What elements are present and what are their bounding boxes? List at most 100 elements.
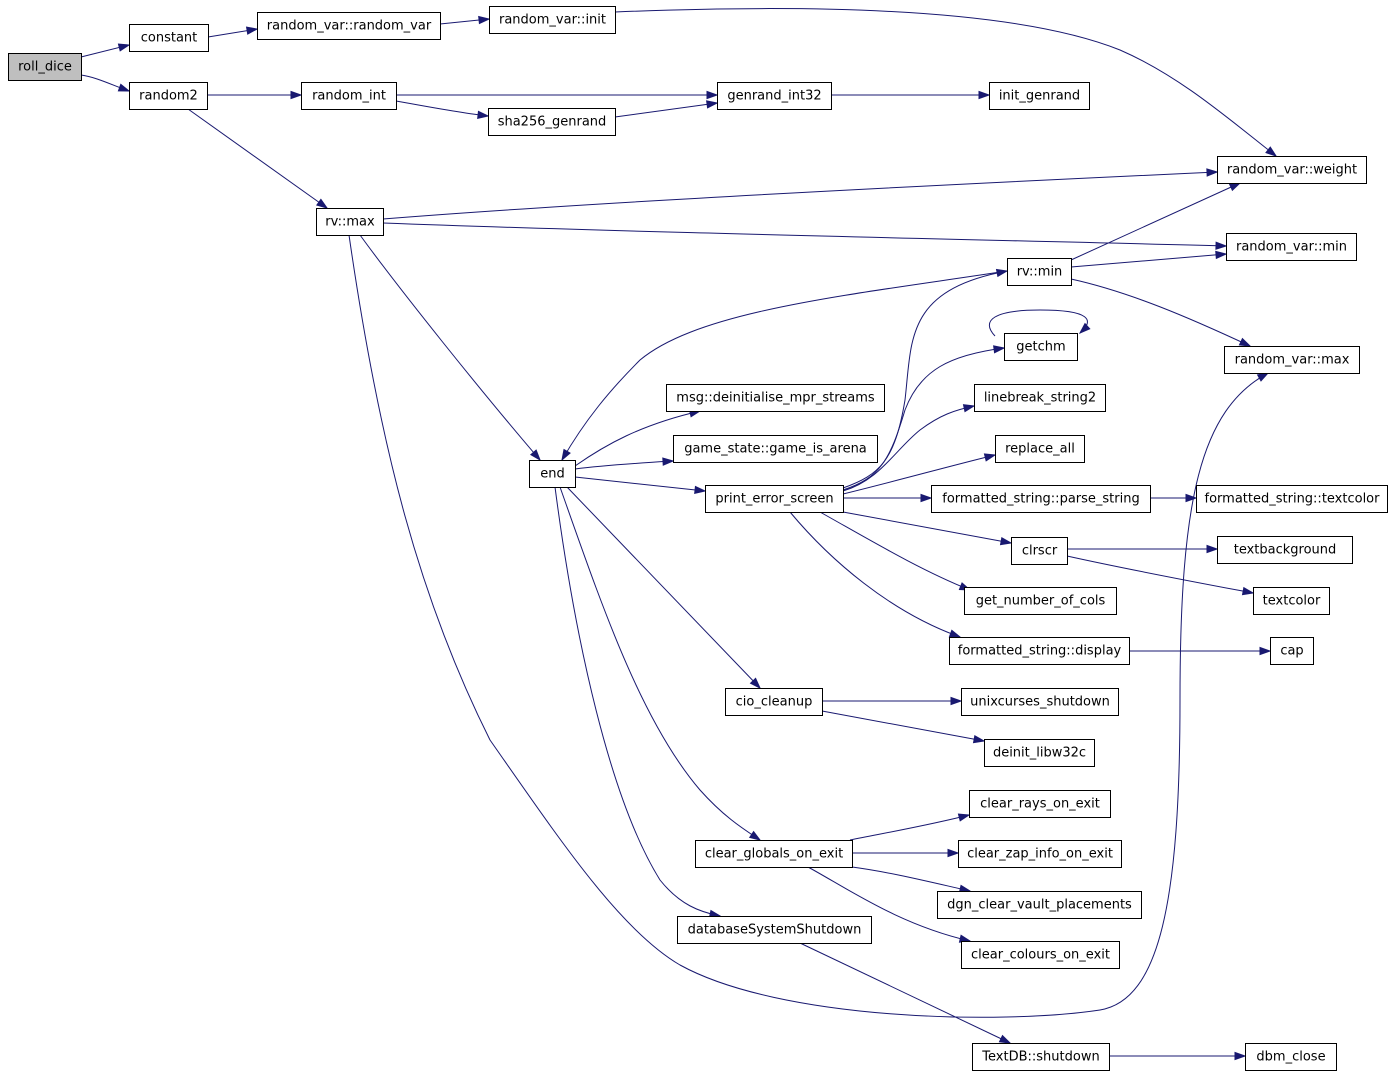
edge-cio_cleanup-to-deinit_libw32c bbox=[821, 710, 986, 744]
node-game_is_arena[interactable]: game_state::game_is_arena bbox=[673, 435, 878, 463]
node-box bbox=[8, 53, 82, 81]
arrowhead-icon bbox=[1078, 322, 1091, 335]
node-constant[interactable]: constant bbox=[129, 24, 209, 52]
arrowhead-icon bbox=[117, 43, 131, 52]
node-rv_init[interactable]: random_var::init bbox=[489, 6, 616, 34]
node-box bbox=[695, 840, 853, 868]
node-roll_dice[interactable]: roll_dice bbox=[8, 53, 82, 81]
arrowhead-icon bbox=[529, 449, 541, 462]
node-clear_globals[interactable]: clear_globals_on_exit bbox=[695, 840, 853, 868]
node-replace_all[interactable]: replace_all bbox=[995, 435, 1085, 463]
arrowhead-icon bbox=[117, 83, 131, 92]
node-linebreak[interactable]: linebreak_string2 bbox=[974, 384, 1106, 412]
edge-line bbox=[799, 942, 1011, 1044]
edge-line bbox=[821, 710, 985, 742]
arrowhead-icon bbox=[1256, 372, 1270, 382]
node-textbackground[interactable]: textbackground bbox=[1217, 536, 1353, 564]
edge-rv_min_fn-to-end bbox=[561, 270, 1008, 462]
node-dgn_clear[interactable]: dgn_clear_vault_placements bbox=[937, 891, 1142, 919]
edge-rv_min_fn-to-rv_max_m bbox=[1070, 278, 1252, 347]
node-rv_min_m[interactable]: random_var::min bbox=[1226, 233, 1357, 261]
edge-line bbox=[382, 171, 1218, 220]
node-box bbox=[1196, 485, 1388, 513]
node-label: formatted_string::parse_string bbox=[942, 492, 1139, 507]
arrowhead-icon bbox=[1206, 168, 1219, 177]
node-getchm[interactable]: getchm bbox=[1004, 333, 1078, 361]
node-parse_string[interactable]: formatted_string::parse_string bbox=[931, 485, 1151, 513]
arrowhead-icon bbox=[706, 90, 719, 100]
node-init_genrand[interactable]: init_genrand bbox=[989, 82, 1090, 110]
node-genrand_int32[interactable]: genrand_int32 bbox=[717, 82, 832, 110]
arrowhead-icon bbox=[948, 629, 962, 638]
edge-print_error_screen-to-rv_min_fn bbox=[842, 268, 1009, 489]
node-dbm_close[interactable]: dbm_close bbox=[1245, 1043, 1337, 1071]
arrowhead-icon bbox=[1215, 250, 1228, 260]
node-end[interactable]: end bbox=[529, 460, 576, 488]
node-textcolor[interactable]: textcolor bbox=[1253, 587, 1330, 615]
node-clrscr[interactable]: clrscr bbox=[1011, 537, 1068, 565]
arrowhead-icon bbox=[999, 536, 1013, 546]
node-clear_zap[interactable]: clear_zap_info_on_exit bbox=[958, 840, 1122, 868]
node-box bbox=[984, 739, 1095, 767]
node-label: random_var::random_var bbox=[267, 19, 432, 34]
edge-roll_dice-to-random2 bbox=[80, 74, 131, 92]
node-rv_max_fn[interactable]: rv::max bbox=[316, 208, 384, 236]
node-get_number_of_cols[interactable]: get_number_of_cols bbox=[964, 587, 1117, 615]
node-fs_textcolor[interactable]: formatted_string::textcolor bbox=[1196, 485, 1388, 513]
node-msg_deinit[interactable]: msg::deinitialise_mpr_streams bbox=[666, 384, 885, 412]
node-clear_rays[interactable]: clear_rays_on_exit bbox=[969, 790, 1111, 818]
node-label: print_error_screen bbox=[715, 492, 833, 507]
edge-line bbox=[842, 347, 1005, 491]
arrowhead-icon bbox=[983, 453, 997, 462]
node-label: genrand_int32 bbox=[727, 89, 821, 104]
node-cio_cleanup[interactable]: cio_cleanup bbox=[725, 688, 823, 716]
node-label: dbm_close bbox=[1256, 1050, 1325, 1065]
node-label: end bbox=[540, 467, 565, 482]
edge-clear_globals-to-dgn_clear bbox=[851, 866, 972, 893]
node-box bbox=[989, 82, 1090, 110]
node-textdb_shutdown[interactable]: TextDB::shutdown bbox=[972, 1043, 1110, 1071]
node-databaseSystemShutdown[interactable]: databaseSystemShutdown bbox=[677, 916, 872, 944]
node-label: getchm bbox=[1016, 340, 1065, 355]
edge-clear_globals-to-clear_rays bbox=[849, 813, 971, 841]
node-box bbox=[316, 208, 384, 236]
node-random_int[interactable]: random_int bbox=[301, 82, 397, 110]
node-cap[interactable]: cap bbox=[1270, 637, 1314, 665]
node-print_error_screen[interactable]: print_error_screen bbox=[705, 485, 844, 513]
arrowhead-icon bbox=[993, 345, 1006, 354]
edge-rv_init-to-rv_weight bbox=[614, 7, 1278, 157]
node-rv_ctor[interactable]: random_var::random_var bbox=[257, 12, 441, 40]
edge-clrscr-to-textcolor bbox=[1066, 555, 1255, 596]
edge-rv_min_fn-to-rv_weight bbox=[1070, 182, 1242, 261]
node-fs_display[interactable]: formatted_string::display bbox=[949, 637, 1130, 665]
node-sha256_genrand[interactable]: sha256_genrand bbox=[488, 108, 616, 136]
arrowhead-icon bbox=[290, 90, 303, 100]
arrowhead-icon bbox=[748, 830, 762, 841]
node-box bbox=[972, 1043, 1110, 1071]
edge-print_error_screen-to-parse_string bbox=[843, 493, 933, 503]
edge-rv_min_fn-to-rv_min_m bbox=[1070, 250, 1228, 268]
node-label: init_genrand bbox=[999, 89, 1080, 104]
edge-line bbox=[614, 7, 1277, 157]
node-rv_min_fn[interactable]: rv::min bbox=[1007, 258, 1072, 286]
node-box bbox=[301, 82, 397, 110]
node-deinit_libw32c[interactable]: deinit_libw32c bbox=[984, 739, 1095, 767]
edge-line bbox=[559, 486, 761, 841]
node-rv_max_m[interactable]: random_var::max bbox=[1224, 346, 1360, 374]
node-box bbox=[949, 637, 1130, 665]
edge-rv_max_fn-to-rv_min_m bbox=[382, 222, 1228, 250]
edge-random_int-to-genrand_int32 bbox=[396, 90, 719, 100]
edge-print_error_screen-to-get_number_of_cols bbox=[819, 511, 972, 591]
node-clear_colours[interactable]: clear_colours_on_exit bbox=[961, 941, 1120, 969]
node-box bbox=[257, 12, 441, 40]
node-unixcurses_shutdown[interactable]: unixcurses_shutdown bbox=[961, 688, 1119, 716]
edge-clrscr-to-textbackground bbox=[1067, 544, 1219, 554]
node-label: get_number_of_cols bbox=[976, 594, 1106, 609]
edge-random_int-to-sha256_genrand bbox=[395, 100, 490, 120]
edge-genrand_int32-to-init_genrand bbox=[831, 90, 991, 100]
edge-line bbox=[382, 222, 1227, 247]
node-rv_weight[interactable]: random_var::weight bbox=[1217, 156, 1367, 184]
node-random2[interactable]: random2 bbox=[129, 82, 208, 110]
edge-line bbox=[851, 866, 971, 892]
